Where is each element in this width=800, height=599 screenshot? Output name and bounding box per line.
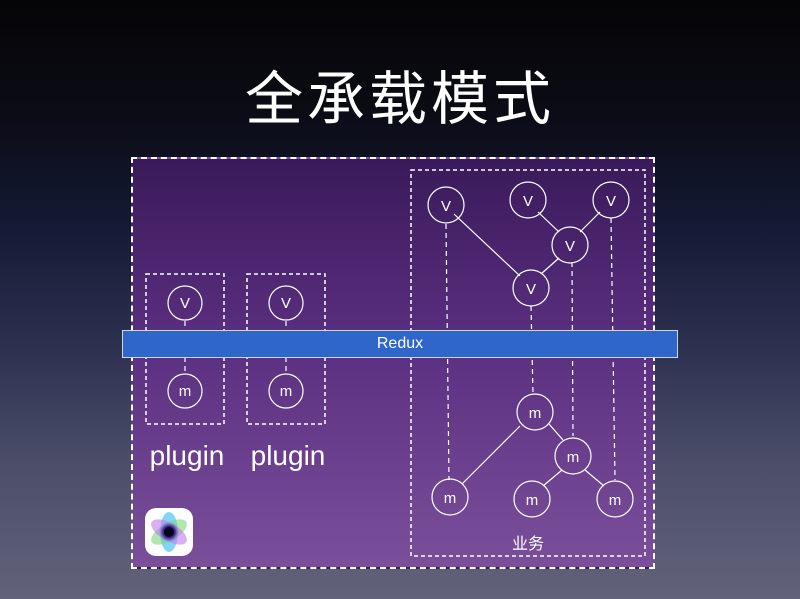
svg-text:V: V	[180, 295, 190, 312]
edge-view1-view5	[453, 213, 521, 277]
business-box	[410, 169, 646, 557]
edge-view3-view4	[579, 211, 601, 233]
plugin-1-view-node: V	[167, 285, 203, 321]
dashed-view4-model3	[571, 261, 574, 437]
edge-model3-model5	[584, 469, 605, 487]
redux-layer-bar: Redux	[122, 330, 678, 358]
app-logo-icon	[145, 508, 193, 556]
business-view-node-1: V	[427, 186, 465, 224]
plugin-label-1: plugin	[149, 440, 225, 471]
svg-text:V: V	[526, 281, 536, 298]
business-view-node-5: V	[512, 269, 550, 307]
svg-text:m: m	[280, 383, 293, 400]
business-view-node-3: V	[592, 181, 630, 219]
svg-text:m: m	[567, 449, 580, 466]
plugin-1-model-node: m	[167, 373, 203, 409]
dashed-view3-model5	[610, 217, 616, 481]
edge-view4-view5	[540, 257, 560, 275]
svg-text:m: m	[529, 405, 542, 422]
edge-model1-model3	[548, 423, 564, 441]
dashed-view5-model1	[530, 305, 534, 395]
svg-text:V: V	[523, 193, 533, 210]
svg-text:m: m	[609, 492, 622, 509]
business-model-node-1: m	[516, 393, 554, 431]
svg-text:m: m	[526, 492, 539, 509]
business-label: 业务	[511, 534, 544, 553]
business-model-node-2: m	[431, 478, 469, 516]
svg-text:V: V	[606, 193, 616, 210]
business-model-node-5: m	[596, 480, 634, 518]
svg-text:m: m	[179, 383, 192, 400]
container-panel	[131, 157, 655, 569]
svg-text:V: V	[441, 198, 451, 215]
business-view-node-4: V	[551, 226, 589, 264]
business-model-node-4: m	[513, 480, 551, 518]
edge-view2-view4	[537, 211, 560, 233]
plugin-label-2: plugin	[250, 440, 326, 471]
business-view-node-2: V	[509, 181, 547, 219]
svg-text:V: V	[281, 295, 291, 312]
business-model-node-3: m	[554, 437, 592, 475]
edge-model3-model4	[542, 469, 563, 487]
svg-text:V: V	[565, 238, 575, 255]
svg-text:m: m	[444, 490, 457, 507]
plugin-2-view-node: V	[268, 285, 304, 321]
plugin-2-model-node: m	[268, 373, 304, 409]
slide-title: 全承载模式	[244, 65, 555, 133]
edge-model1-model2	[461, 425, 521, 485]
